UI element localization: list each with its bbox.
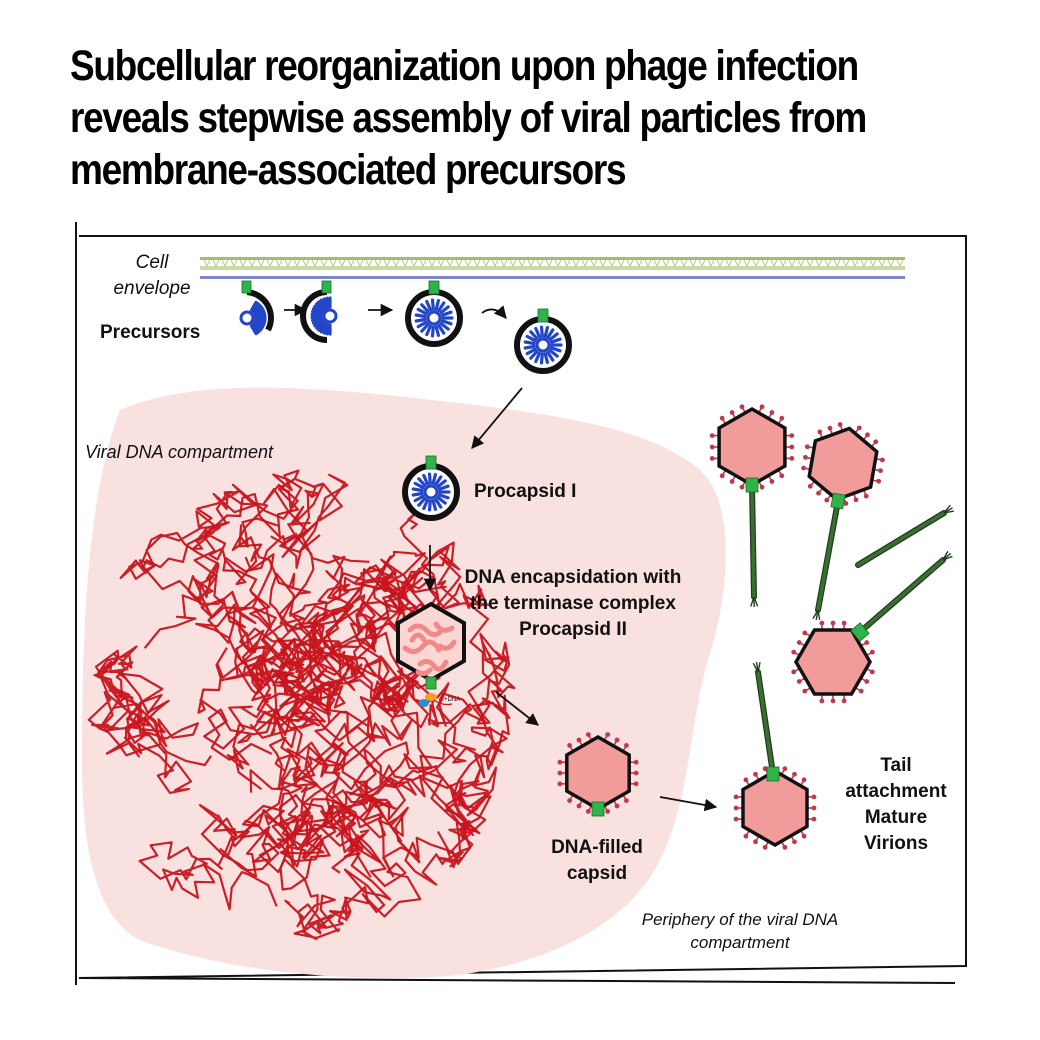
procapsid-2-label: Procapsid II	[519, 619, 627, 640]
mature-virions-label: Mature	[865, 807, 927, 828]
mature-virion	[801, 422, 885, 620]
cell-envelope-label: Cell	[136, 252, 170, 273]
dna-filled-capsid-label: DNA-filled	[551, 837, 643, 858]
periphery-label: Periphery of the viral DNA	[642, 910, 839, 929]
encapsidation-label: DNA encapsidation with	[465, 567, 682, 588]
precursors-label: Precursors	[100, 322, 200, 343]
mature-virion	[709, 404, 795, 608]
procapsid-1	[402, 455, 460, 521]
dna-filled-capsid-label: capsid	[567, 863, 627, 884]
tail-attachment-label: attachment	[845, 781, 947, 802]
terminase-complex	[425, 693, 437, 701]
terminase-complex	[419, 699, 429, 707]
precursor-stage-2	[300, 280, 338, 343]
title-line-2: reveals stepwise assembly of viral parti…	[70, 94, 867, 142]
precursor-stage-1	[239, 280, 274, 336]
procapsid-2: +DNA	[396, 601, 466, 707]
periphery-label: compartment	[690, 933, 790, 952]
procapsid-1-label: Procapsid I	[474, 481, 576, 502]
precursor-stage-3	[405, 280, 463, 347]
cell-boundary	[75, 222, 967, 985]
mature-virions-label: Virions	[864, 833, 928, 854]
viral-dna-compartment-label: Viral DNA compartment	[85, 442, 274, 462]
mature-virion	[791, 550, 953, 704]
title-line-3: membrane-associated precursors	[70, 146, 627, 194]
arrow-to-mature	[659, 796, 718, 812]
arrow-to-procapsid-1	[471, 387, 523, 449]
free-tail	[855, 504, 954, 568]
precursor-stage-4	[514, 308, 572, 374]
mature-virion	[733, 662, 817, 850]
arrow-to-dna-filled	[495, 691, 539, 726]
dna-filled-capsid	[557, 732, 639, 817]
dna-tag-label: +DNA	[444, 697, 460, 703]
tail-attachment-label: Tail	[880, 755, 911, 776]
title-line-1: Subcellular reorganization upon phage in…	[70, 42, 859, 90]
cell-envelope-membrane	[200, 257, 905, 279]
figure-title: Subcellular reorganization upon phage in…	[70, 40, 887, 196]
arrow-step-3	[481, 305, 507, 319]
mature-virions	[709, 404, 954, 850]
cell-envelope-label: envelope	[113, 278, 190, 299]
encapsidation-label: the terminase complex	[470, 593, 676, 614]
